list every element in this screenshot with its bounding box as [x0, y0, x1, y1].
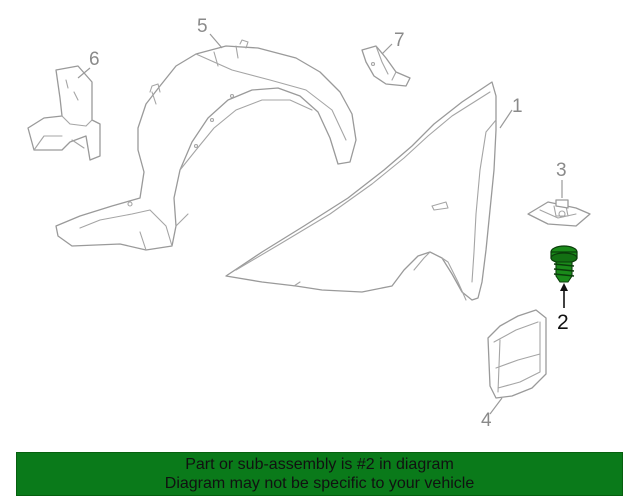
parts-diagram: 1 2 3 4 5 6 7 [27, 16, 591, 431]
part-4-splash-guard[interactable] [487, 309, 547, 399]
leader-1 [499, 109, 513, 129]
part-7-bracket[interactable] [361, 45, 411, 87]
part-6-bracket[interactable] [27, 65, 101, 161]
leader-2-arrowhead [560, 283, 568, 291]
part-2-bolt[interactable] [550, 245, 578, 283]
callout-3[interactable]: 3 [556, 160, 567, 181]
part-5-fender-liner[interactable] [55, 39, 357, 251]
banner-line-1: Part or sub-assembly is #2 in diagram [185, 456, 454, 473]
callout-1[interactable]: 1 [512, 96, 523, 117]
leader-7 [381, 43, 393, 55]
callout-5[interactable]: 5 [197, 16, 208, 37]
info-banner: Part or sub-assembly is #2 in diagram Di… [16, 452, 623, 496]
part-3-clip-nut[interactable] [527, 199, 591, 227]
part-1-front-fender[interactable] [225, 81, 497, 301]
leader-6 [77, 67, 91, 79]
callout-4[interactable]: 4 [481, 410, 492, 431]
callout-2[interactable]: 2 [557, 311, 569, 334]
callout-7[interactable]: 7 [394, 30, 405, 51]
leader-5 [209, 33, 223, 49]
leader-4 [489, 397, 503, 415]
callout-6[interactable]: 6 [89, 49, 100, 70]
banner-line-2: Diagram may not be specific to your vehi… [164, 475, 475, 492]
